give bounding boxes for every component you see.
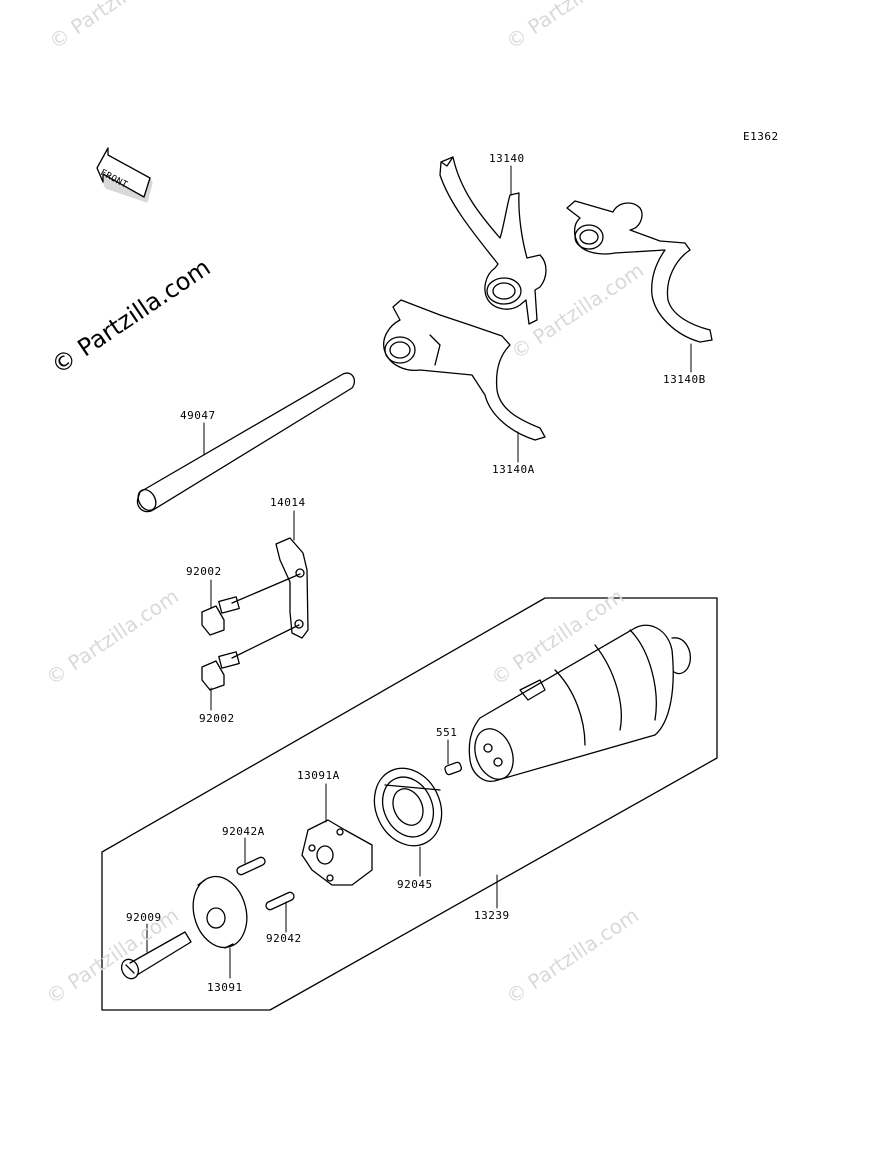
front-arrow-icon <box>96 147 153 203</box>
bearing-92045 <box>373 767 443 847</box>
part-label-13091a: 13091A <box>297 769 340 782</box>
part-label-13140: 13140 <box>489 152 525 165</box>
part-label-92042: 92042 <box>266 932 302 945</box>
cam-13091a <box>301 819 373 886</box>
diagram-code: E1362 <box>743 130 779 143</box>
bolt-92002-bottom <box>201 624 300 691</box>
pin-551 <box>444 761 463 776</box>
assembly-frame-13239 <box>101 597 718 1011</box>
part-label-13140a: 13140A <box>492 463 535 476</box>
shift-drum <box>468 624 691 782</box>
pin-92042 <box>265 891 295 911</box>
shift-fork-13140 <box>439 156 547 325</box>
part-label-92002-bottom: 92002 <box>199 712 235 725</box>
plate-14014 <box>275 537 309 639</box>
pin-92042a <box>236 856 266 876</box>
part-label-551: 551 <box>436 726 458 739</box>
part-label-92045: 92045 <box>397 878 433 891</box>
cam-plate-13091 <box>192 875 248 949</box>
leader-lines <box>146 165 692 979</box>
part-label-92009: 92009 <box>126 911 162 924</box>
part-label-92002-top: 92002 <box>186 565 222 578</box>
bolt-92002-top <box>201 573 301 636</box>
shift-rod-49047 <box>136 372 356 513</box>
part-label-14014: 14014 <box>270 496 306 509</box>
part-label-13239: 13239 <box>474 909 510 922</box>
part-label-13140b: 13140B <box>663 373 706 386</box>
part-label-13091: 13091 <box>207 981 243 994</box>
shift-fork-13140a <box>383 299 546 441</box>
part-label-92042a: 92042A <box>222 825 265 838</box>
screw-92009 <box>120 931 192 980</box>
part-label-49047: 49047 <box>180 409 216 422</box>
shift-fork-13140b <box>566 200 713 343</box>
